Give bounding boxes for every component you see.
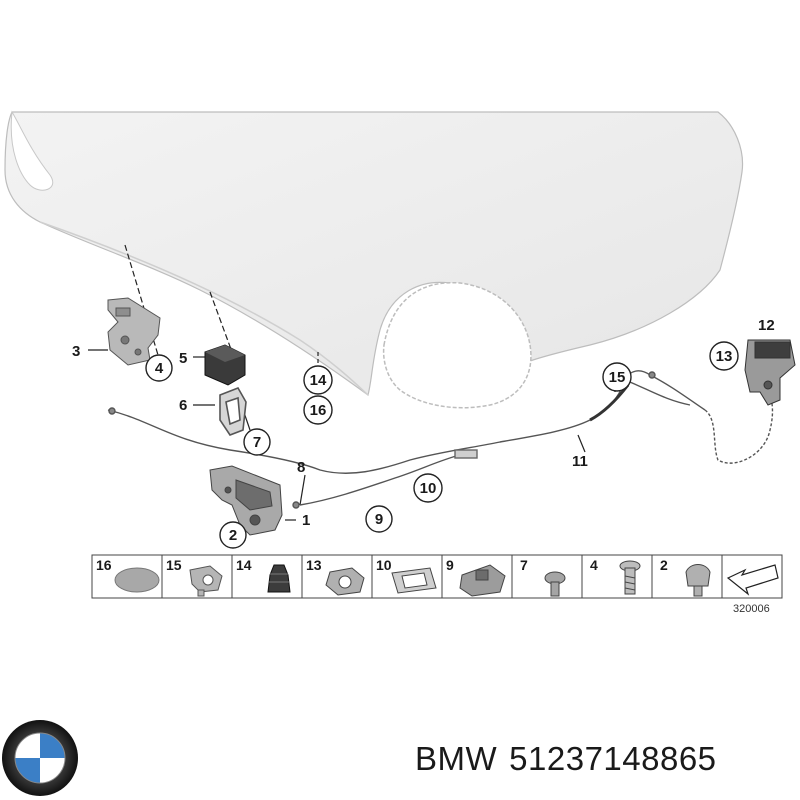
callout-9: 9 <box>375 511 383 528</box>
hood-buffer <box>204 344 246 386</box>
callout-13: 13 <box>716 348 733 365</box>
callouts-plain: 3 5 6 8 1 11 12 <box>72 317 775 529</box>
callout-11: 11 <box>572 453 588 470</box>
bracket-clip <box>219 387 247 436</box>
brand-caption: BMW 51237148865 <box>415 740 729 778</box>
callout-10: 10 <box>420 480 437 497</box>
callout-3: 3 <box>72 343 80 360</box>
legend-cell-9: 9 <box>446 557 454 573</box>
part-14-icon <box>267 564 291 593</box>
hood-panel <box>4 110 744 409</box>
bmw-logo-icon <box>2 720 78 796</box>
part-13-icon <box>325 567 365 596</box>
release-cable <box>107 370 774 509</box>
safety-catch <box>744 339 796 406</box>
callout-4: 4 <box>155 360 164 377</box>
callout-12: 12 <box>758 317 775 334</box>
hood-hinge <box>107 297 161 366</box>
callout-2: 2 <box>229 527 237 544</box>
callouts-circled <box>145 341 739 549</box>
part-16-icon <box>114 567 160 593</box>
callout-15: 15 <box>609 369 626 386</box>
legend-cell-15: 15 <box>166 557 182 573</box>
legend-cell-2: 2 <box>660 557 668 573</box>
legend-cell-4: 4 <box>590 557 598 573</box>
legend-cell-10: 10 <box>376 557 392 573</box>
callout-8: 8 <box>297 459 305 476</box>
brand-name: BMW <box>415 740 498 777</box>
part-10-icon <box>391 567 437 594</box>
legend-cell-16: 16 <box>96 557 112 573</box>
part-9-icon <box>459 564 506 597</box>
legend-cell-14: 14 <box>236 557 252 573</box>
callout-16: 16 <box>310 402 327 419</box>
callout-1: 1 <box>302 512 310 529</box>
legend-code: 320006 <box>733 603 770 615</box>
callout-6: 6 <box>179 397 187 414</box>
callout-5: 5 <box>179 350 187 367</box>
part-2-icon <box>685 564 711 597</box>
callout-7: 7 <box>253 434 261 451</box>
callout-14: 14 <box>310 372 327 389</box>
callouts-circled-text: 4 7 14 16 2 9 10 15 13 <box>155 348 733 544</box>
legend-cell-7: 7 <box>520 557 528 573</box>
hood-lock <box>209 465 283 536</box>
part-4-icon <box>619 560 641 595</box>
legend-strip: 16 15 14 13 10 9 7 4 2 <box>91 554 783 615</box>
part-number: 51237148865 <box>509 740 717 777</box>
direction-arrow-icon <box>726 564 779 596</box>
part-15-icon <box>189 565 223 597</box>
part-7-icon <box>544 571 566 597</box>
legend-cell-13: 13 <box>306 557 322 573</box>
